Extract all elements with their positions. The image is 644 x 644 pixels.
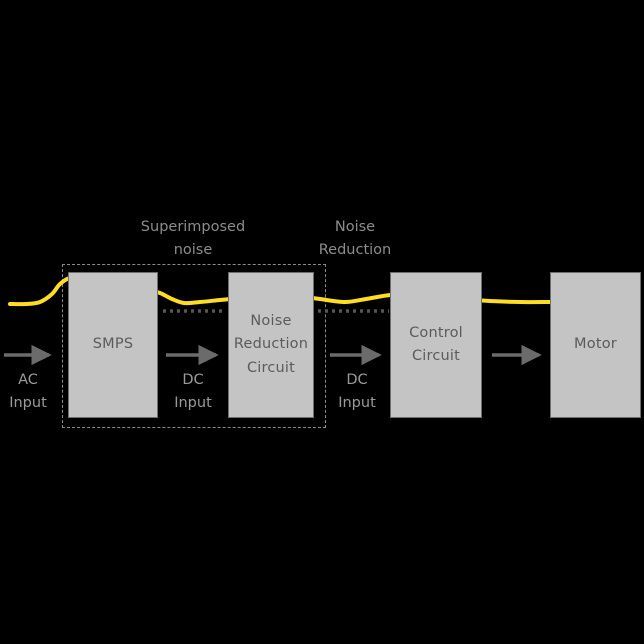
block-label-smps: SMPS [92, 336, 134, 353]
block-control-circuit[interactable]: Control Circuit [390, 272, 482, 418]
block-noise-reduction-circuit[interactable]: Noise Reduction Circuit [228, 272, 314, 418]
caption-superimposed-noise: Superimposed noise [140, 219, 246, 259]
ac-input-label: AC Input [9, 372, 47, 412]
block-label-control-circuit: Control Circuit [409, 324, 463, 364]
noise-region-outline [62, 264, 326, 428]
dc-input-label-2: DC Input [338, 372, 376, 412]
block-label-motor: Motor [574, 336, 617, 353]
block-smps[interactable]: SMPS [68, 272, 158, 418]
dc-input-label-1: DC Input [174, 372, 212, 412]
caption-noise-reduction: Noise Reduction [318, 219, 392, 259]
block-label-noise-reduction-circuit: Noise Reduction Circuit [233, 312, 309, 376]
block-motor[interactable]: Motor [550, 272, 641, 418]
